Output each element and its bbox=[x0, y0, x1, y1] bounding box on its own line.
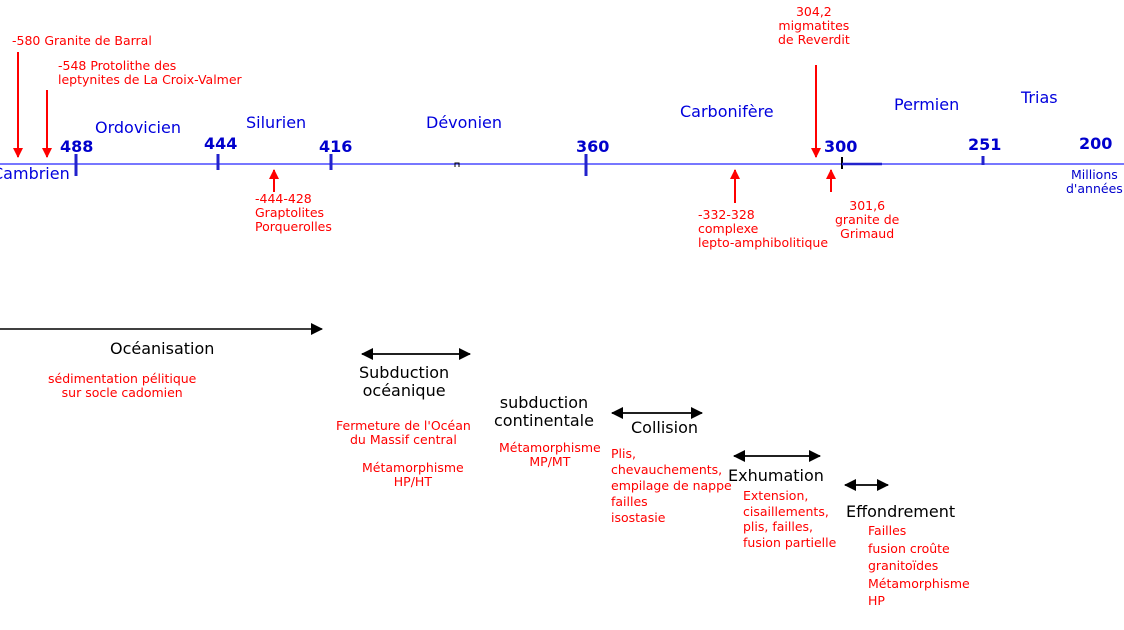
period-carbonifere: Carbonifère bbox=[680, 102, 774, 121]
event-graptolites: -444-428 Graptolites Porquerolles bbox=[255, 191, 332, 234]
phase-effondrement-details: Failles fusion croûte granitoïdes Métamo… bbox=[868, 523, 970, 608]
phase-oceanisation-details: sédimentation pélitique sur socle cadomi… bbox=[48, 371, 197, 400]
phase-exhumation-title: Exhumation bbox=[728, 466, 824, 485]
event-migmatites: 304,2 migmatites de Reverdit bbox=[778, 4, 850, 47]
phase-subduction-oceanique-details-2: Métamorphisme HP/HT bbox=[362, 460, 464, 489]
period-devonien: Dévonien bbox=[426, 113, 502, 132]
event-protolithe: -548 Protolithe des leptynites de La Cro… bbox=[58, 58, 242, 87]
axis-unit-label: Millions d'années bbox=[1066, 167, 1123, 196]
phase-subduction-continentale-title: subduction continentale bbox=[494, 393, 594, 430]
period-permien: Permien bbox=[894, 95, 960, 114]
event-granite-barral: -580 Granite de Barral bbox=[12, 33, 152, 48]
period-ordovicien: Ordovicien bbox=[95, 118, 181, 137]
small-tick-mark bbox=[454, 162, 460, 167]
period-trias: Trias bbox=[1021, 88, 1058, 107]
phase-effondrement-title: Effondrement bbox=[846, 502, 956, 521]
phase-subduction-continentale-details: Métamorphisme MP/MT bbox=[499, 440, 601, 469]
tick-label-416: 416 bbox=[319, 137, 353, 156]
tick-label-251: 251 bbox=[968, 135, 1002, 154]
period-cambrien: Cambrien bbox=[0, 164, 70, 183]
tick-label-360: 360 bbox=[576, 137, 610, 156]
phase-subduction-oceanique-title: Subduction océanique bbox=[359, 363, 450, 400]
phase-subduction-oceanique-details-1: Fermeture de l'Océan du Massif central bbox=[336, 418, 471, 447]
tick-label-200: 200 bbox=[1079, 134, 1113, 153]
tick-label-444: 444 bbox=[204, 134, 238, 153]
event-complexe: -332-328 complexe lepto-amphibolitique bbox=[698, 207, 829, 250]
phase-oceanisation-title: Océanisation bbox=[110, 339, 215, 358]
period-silurien: Silurien bbox=[246, 113, 307, 132]
tick-label-488: 488 bbox=[60, 137, 94, 156]
phase-collision-title: Collision bbox=[631, 418, 699, 437]
phase-collision-details: Plis, chevauchements, empilage de nappe … bbox=[611, 446, 732, 525]
phase-exhumation-details: Extension, cisaillements, plis, failles,… bbox=[743, 488, 837, 550]
event-grimaud: 301,6 granite de Grimaud bbox=[835, 198, 900, 241]
tick-label-300: 300 bbox=[824, 137, 858, 156]
